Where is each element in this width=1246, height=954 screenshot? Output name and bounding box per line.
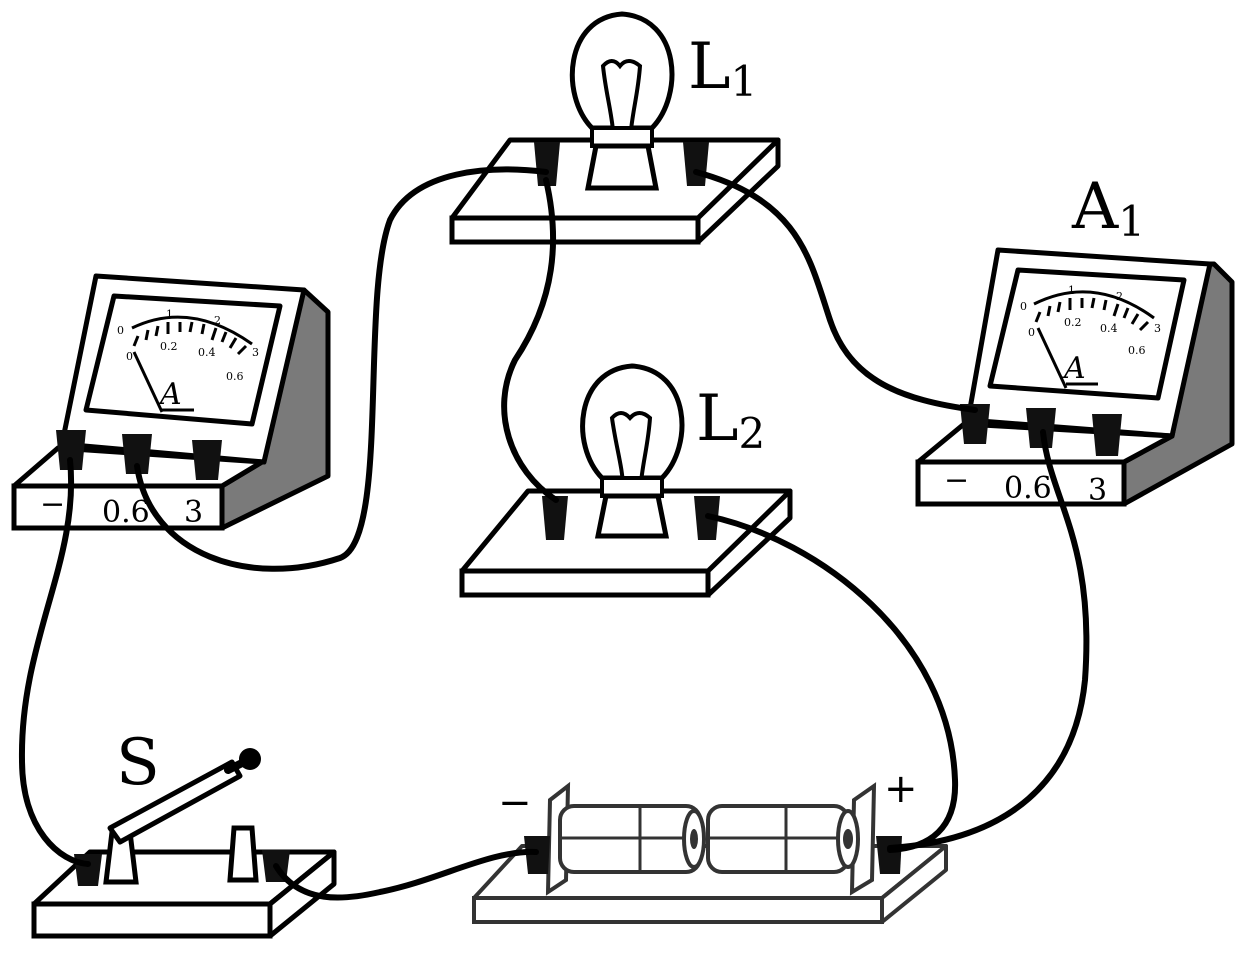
ammeter-left-dial-bottom-3: 0.6: [226, 370, 244, 383]
battery-cell-1: [558, 804, 706, 874]
battery-terminal-negative: [524, 836, 550, 874]
ammeter-left-unit: A: [157, 377, 182, 412]
wire-ammeter-a1-to-battery-positive: [887, 429, 1090, 851]
ammeter-a1-terminal-minus: [960, 404, 990, 444]
wire-l1-to-ammeter-a1: [693, 169, 978, 413]
ammeter-left-terminal-0-6: [122, 434, 152, 474]
lamp-l1: L1: [449, 11, 781, 245]
wire-switch-to-battery-negative: [273, 848, 539, 901]
lamp-l1-terminal-right: [683, 142, 709, 186]
ammeter-left: 0 1 2 3 0 0.2 0.4 0.6 A − 0.6 3: [11, 273, 331, 531]
ammeter-left-needle: [132, 351, 164, 413]
battery-plus-sign: +: [884, 766, 918, 812]
ammeter-a1-label: A1: [1071, 170, 1145, 246]
ammeter-a1-dial-top-1: 1: [1068, 284, 1075, 297]
ammeter-left-dial-bottom-2: 0.4: [198, 346, 216, 359]
ammeter-a1-dial-top-0: 0: [1020, 300, 1027, 313]
ammeter-a1-dial-bottom-2: 0.4: [1100, 322, 1118, 335]
ammeter-a1-dial-bottom-1: 0.2: [1064, 316, 1082, 329]
wire-left-ammeter-0-6-to-l1: [134, 166, 549, 572]
switch-label: S: [116, 726, 160, 800]
ammeter-left-dial-top-0: 0: [117, 324, 124, 337]
ammeter-left-terminal-minus: [56, 430, 86, 470]
ammeter-left-dial-bottom-0: 0: [126, 350, 133, 363]
battery-holder: − +: [472, 766, 948, 924]
battery-cell-2: [706, 804, 860, 874]
lamp-l1-label: L1: [688, 30, 757, 106]
ammeter-left-terminal-3: [192, 440, 222, 480]
switch-terminal-left: [74, 854, 102, 886]
ammeter-a1-dial-top-3: 3: [1154, 322, 1161, 335]
switch-base-side: [267, 849, 337, 939]
ammeter-a1-scale: [1033, 290, 1155, 332]
lamp-l1-terminal-left: [534, 142, 560, 186]
ammeter-a1-dial-bottom-3: 0.6: [1128, 344, 1146, 357]
ammeter-a1: 0 1 2 3 0 0.2 0.4 0.6 A − 0.6 3 A1: [915, 170, 1235, 508]
switch-knob[interactable]: [239, 748, 261, 770]
battery-minus-sign: −: [498, 780, 532, 826]
wire-l1-to-l2: [501, 177, 559, 503]
switch-lever[interactable]: [107, 759, 243, 845]
ammeter-left-dial-top-1: 1: [166, 308, 173, 321]
ammeter-left-dial-top-3: 3: [252, 346, 259, 359]
ammeter-a1-terminal-3: [1092, 414, 1122, 456]
battery-base-front: [472, 896, 884, 924]
ammeter-a1-label-0-6: 0.6: [1004, 471, 1052, 506]
ammeter-a1-terminal-0-6: [1026, 408, 1056, 448]
ammeter-a1-label-3: 3: [1088, 473, 1107, 508]
ammeter-left-label-0-6: 0.6: [102, 495, 150, 530]
lamp-l2-bulb: [580, 363, 685, 539]
lamp-l1-bulb: [569, 11, 675, 191]
ammeter-left-dial-bottom-1: 0.2: [160, 340, 178, 353]
switch-s: S: [31, 726, 337, 939]
ammeter-a1-label-minus: −: [944, 463, 969, 498]
switch-contact: [227, 825, 259, 883]
switch-base-front: [31, 901, 273, 939]
lamp-l2-terminal-left: [542, 496, 568, 540]
wire-left-ammeter-minus-to-switch: [18, 457, 91, 867]
ammeter-left-scale: [131, 315, 253, 356]
ammeter-left-dial: [83, 293, 283, 427]
ammeter-left-label-minus: −: [40, 487, 65, 522]
ammeter-a1-front: [915, 459, 1127, 507]
ammeter-left-label-3: 3: [184, 495, 203, 530]
wire-l2-to-battery-positive: [705, 513, 959, 853]
lamp-l2: L2: [459, 363, 793, 598]
ammeter-left-dial-top-2: 2: [214, 314, 221, 327]
ammeter-a1-needle: [1036, 327, 1068, 389]
ammeter-a1-unit: A: [1061, 351, 1086, 386]
ammeter-left-front: [11, 483, 225, 531]
battery-terminal-positive: [876, 836, 902, 874]
ammeter-a1-dial-bottom-0: 0: [1028, 326, 1035, 339]
ammeter-a1-dial-top-2: 2: [1116, 290, 1123, 303]
lamp-l2-label: L2: [696, 382, 765, 458]
battery-base-side: [880, 844, 948, 924]
